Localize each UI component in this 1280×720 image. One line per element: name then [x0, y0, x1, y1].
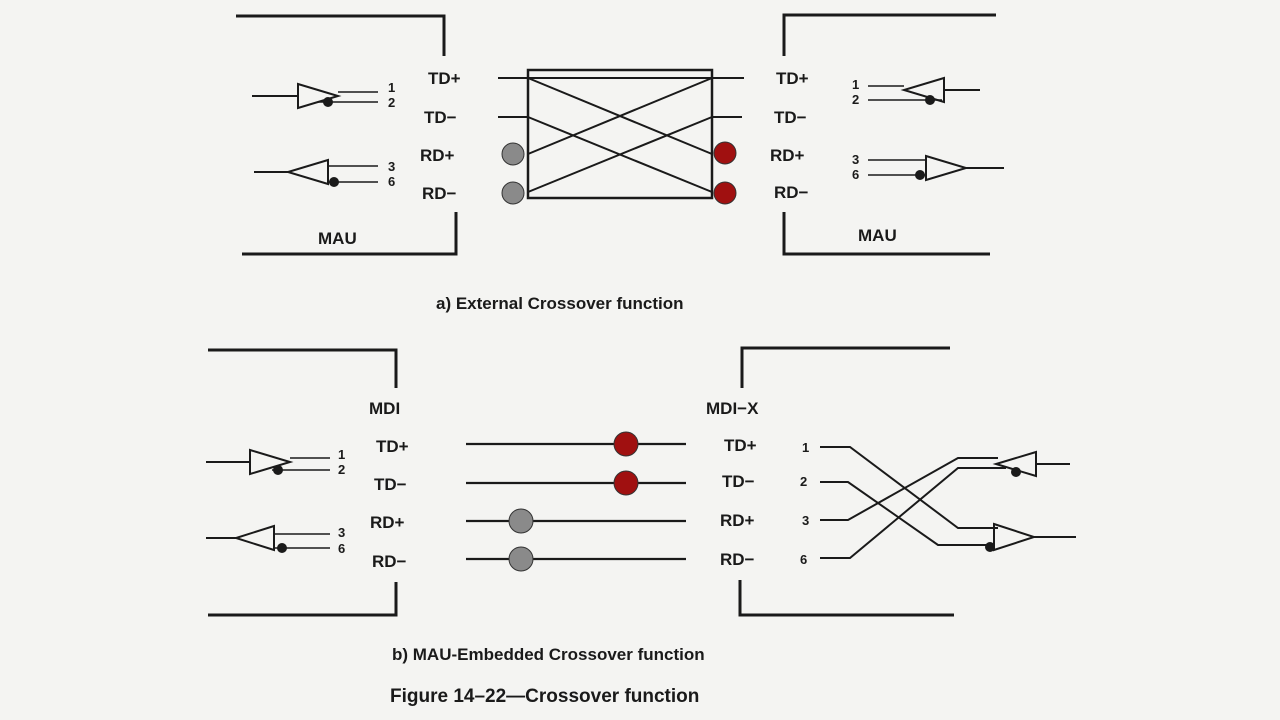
right-rd-minus-red-dot [713, 181, 737, 205]
transmitter-triangle-icon [993, 522, 1038, 552]
section-b-caption: b) MAU-Embedded Crossover function [392, 645, 705, 664]
right-rd-minus-label: RD− [774, 183, 809, 202]
left-pin-6: 6 [388, 174, 395, 189]
right-mau-frame-bottom [782, 212, 990, 256]
mdix-rd-minus-label: RD− [720, 550, 755, 569]
section-b: MDI TD+ TD− RD+ RD− 1 2 3 6 [206, 346, 1076, 664]
td-plus-red-dot [613, 431, 639, 457]
right-rd-plus-red-dot [713, 141, 737, 165]
right-pin-3: 3 [852, 152, 859, 167]
section-a: MAU TD+ TD− RD+ RD− 1 2 3 6 [236, 13, 1004, 313]
left-td-plus-label: TD+ [428, 69, 461, 88]
right-mau-label: MAU [858, 226, 897, 245]
mdi-transmitter: 1 2 [206, 447, 345, 477]
left-transmitter: 1 2 [252, 80, 395, 110]
receiver-triangle-icon [900, 76, 945, 104]
transmitter-triangle-icon [925, 154, 970, 182]
mdix-rd-plus-label: RD+ [720, 511, 755, 530]
invert-dot [985, 542, 995, 552]
right-mdix-label: MDI−X [706, 399, 759, 418]
right-receiver: 1 2 [852, 76, 980, 107]
right-pin-6: 6 [852, 167, 859, 182]
mdi-td-minus-label: TD− [374, 475, 407, 494]
mdi-rd-minus-label: RD− [372, 552, 407, 571]
invert-dot [329, 177, 339, 187]
crossover-cable [498, 68, 744, 205]
left-rd-minus-label: RD− [422, 184, 457, 203]
left-mdi-frame-bottom [208, 582, 398, 617]
invert-dot [323, 97, 333, 107]
right-mdix-frame-bottom [738, 580, 954, 617]
figure-caption: Figure 14–22—Crossover function [390, 686, 699, 707]
section-a-caption: a) External Crossover function [436, 294, 684, 313]
mdi-pin-3: 3 [338, 525, 345, 540]
mdix-td-plus-label: TD+ [724, 436, 757, 455]
invert-dot [273, 465, 283, 475]
invert-dot [925, 95, 935, 105]
receiver-triangle-icon [284, 158, 329, 186]
rd-plus-gray-dot [508, 508, 534, 534]
right-transmitter: 3 6 [852, 152, 1004, 182]
left-mau-frame-bottom [242, 212, 458, 256]
left-receiver: 3 6 [254, 158, 395, 189]
mdix-pin-2: 2 [800, 474, 807, 489]
invert-dot [915, 170, 925, 180]
left-pin-2: 2 [388, 95, 395, 110]
mdi-pin-6: 6 [338, 541, 345, 556]
left-rd-plus-label: RD+ [420, 146, 455, 165]
left-mdi-frame-top [208, 348, 398, 388]
mdi-pin-1: 1 [338, 447, 345, 462]
right-pin-2: 2 [852, 92, 859, 107]
right-td-plus-label: TD+ [776, 69, 809, 88]
mdi-pin-2: 2 [338, 462, 345, 477]
internal-crossover [820, 446, 1006, 559]
mdix-pin-6: 6 [800, 552, 807, 567]
mdi-receiver: 3 6 [206, 524, 345, 556]
left-mau-frame-top [236, 14, 446, 56]
straight-cable [466, 431, 686, 572]
right-td-minus-label: TD− [774, 108, 807, 127]
right-mau-frame-top [782, 13, 996, 56]
invert-dot [1011, 467, 1021, 477]
mdix-pin-1: 1 [802, 440, 809, 455]
mdix-receiver [992, 450, 1070, 478]
left-pin-3: 3 [388, 159, 395, 174]
invert-dot [277, 543, 287, 553]
mdi-rd-plus-label: RD+ [370, 513, 405, 532]
left-rd-plus-gray-dot [501, 142, 525, 166]
rd-minus-gray-dot [508, 546, 534, 572]
right-pin-1: 1 [852, 77, 859, 92]
receiver-triangle-icon [232, 524, 275, 552]
mdix-td-minus-label: TD− [722, 472, 755, 491]
td-minus-red-dot [613, 470, 639, 496]
mdi-td-plus-label: TD+ [376, 437, 409, 456]
mdix-pin-3: 3 [802, 513, 809, 528]
left-pin-1: 1 [388, 80, 395, 95]
left-mau-label: MAU [318, 229, 357, 248]
mdix-transmitter [985, 522, 1076, 552]
transmitter-triangle-icon [249, 448, 294, 476]
left-rd-minus-gray-dot [501, 181, 525, 205]
right-rd-plus-label: RD+ [770, 146, 805, 165]
left-mdi-label: MDI [369, 399, 400, 418]
right-mdix-frame-top [740, 346, 950, 388]
left-td-minus-label: TD− [424, 108, 457, 127]
